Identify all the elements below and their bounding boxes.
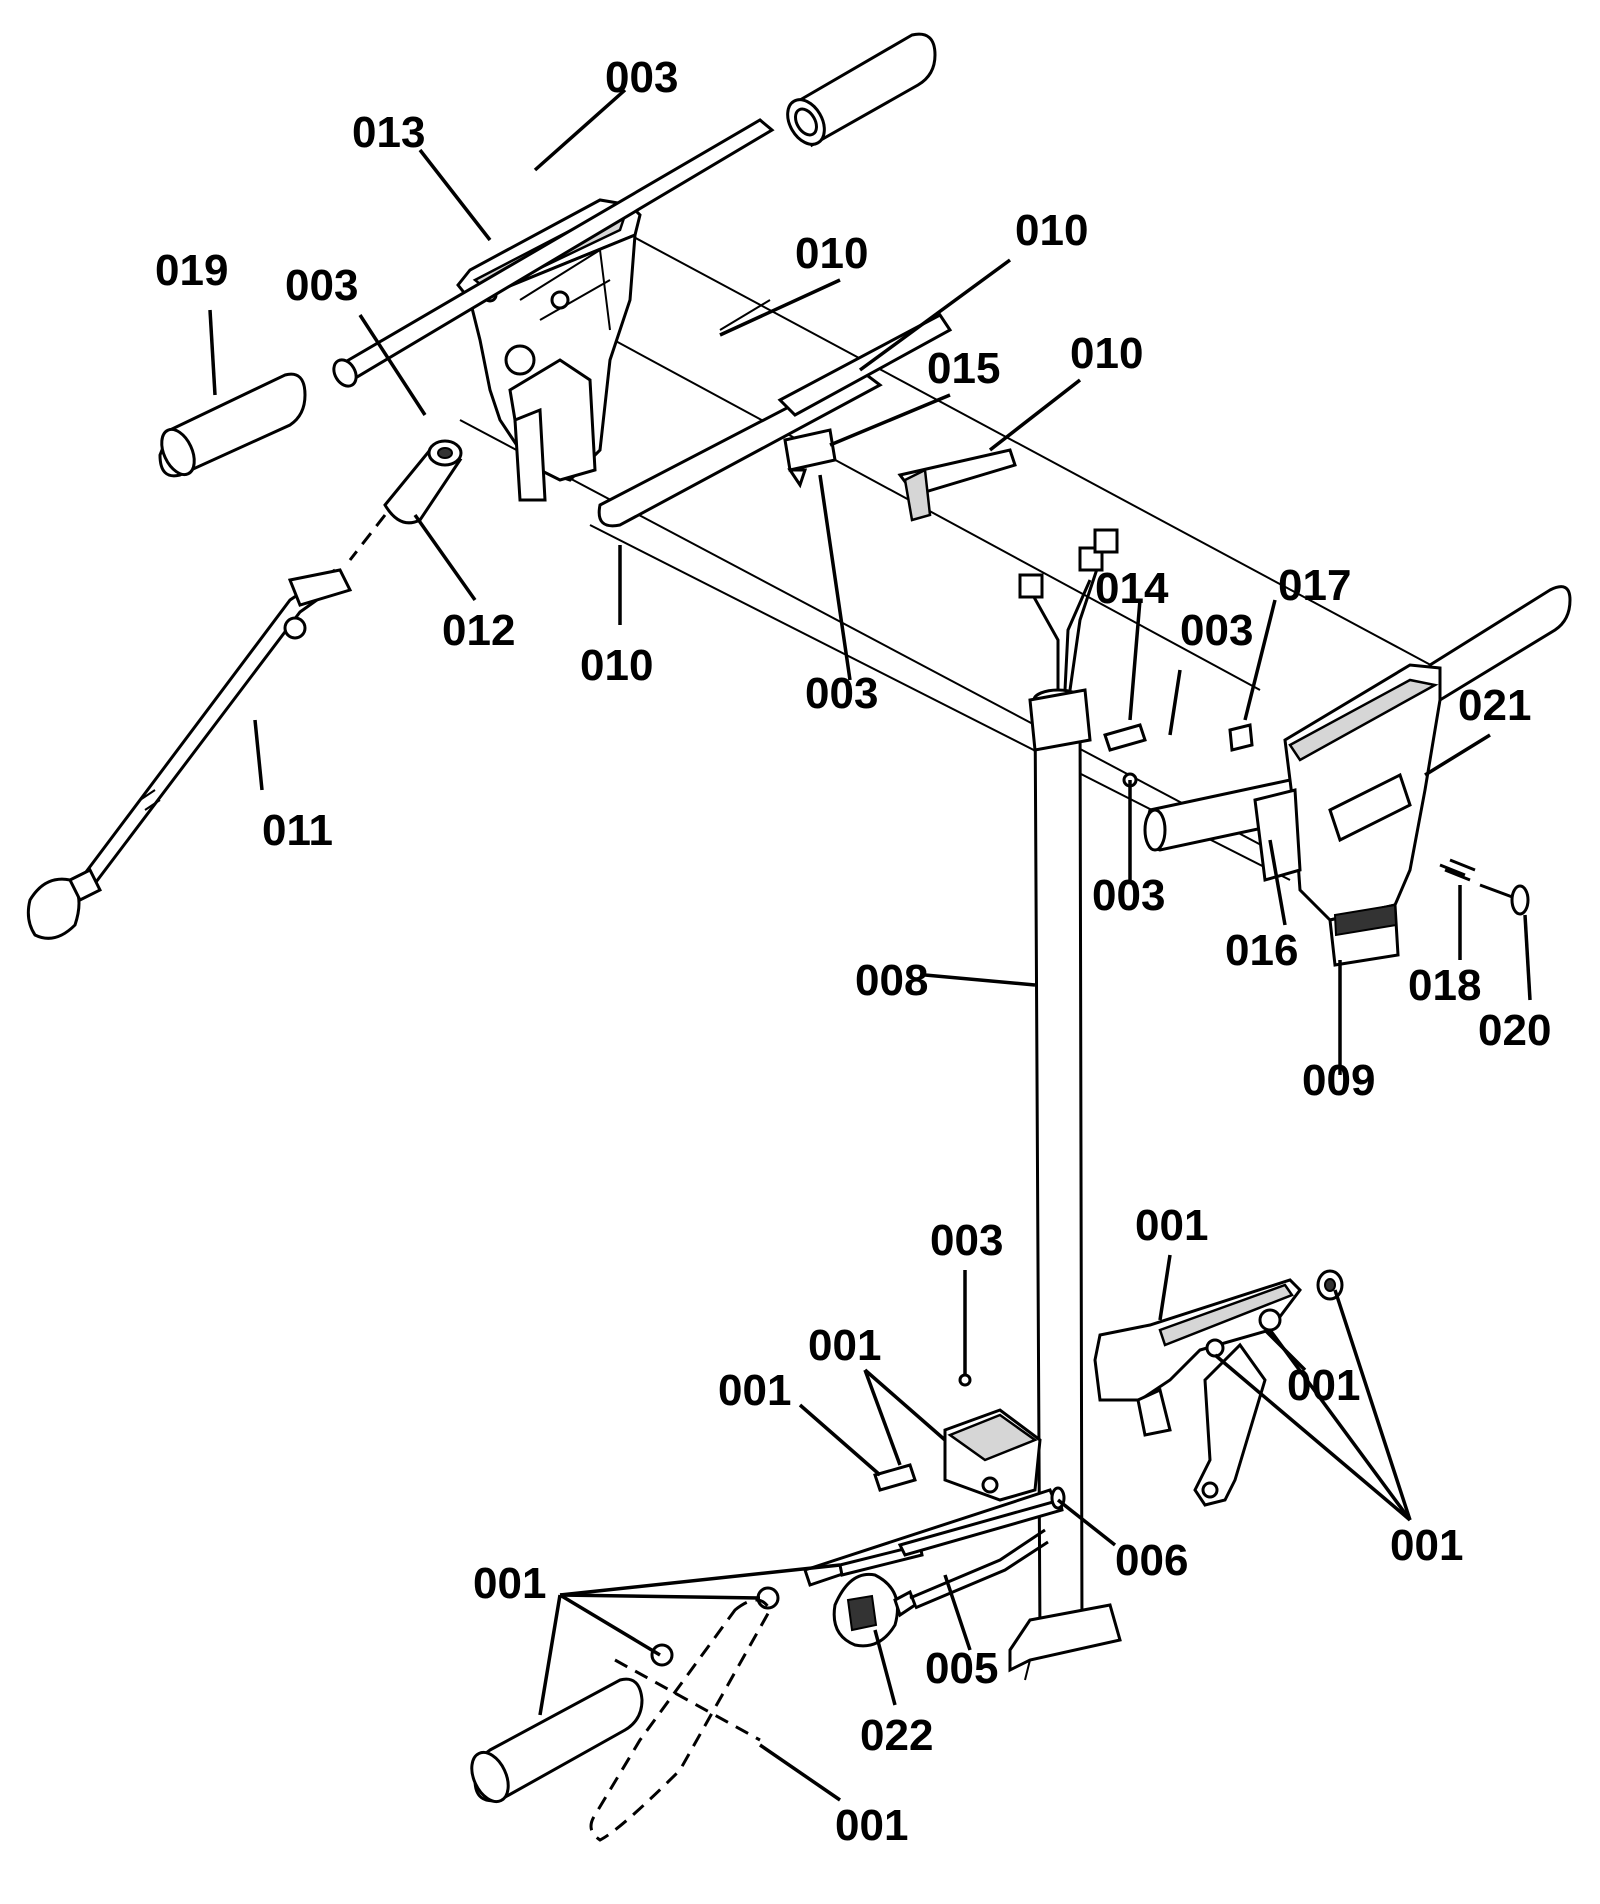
label-001: 001 (835, 1801, 908, 1850)
label-013: 013 (352, 108, 425, 157)
label-003: 003 (1092, 871, 1165, 920)
label-016: 016 (1225, 926, 1298, 975)
lower-clamp-right (1093, 1269, 1344, 1437)
label-011: 011 (262, 806, 333, 855)
label-017: 017 (1278, 561, 1351, 610)
upper-left-rod (332, 118, 775, 388)
top-grip (786, 32, 937, 148)
right-lever-arm (1193, 1342, 1267, 1507)
right-handle-housing (1228, 663, 1442, 967)
label-010: 010 (580, 641, 653, 690)
part-labels: 003 013 019 003 010 010 015 010 012 010 … (155, 53, 1551, 1850)
label-003: 003 (930, 1216, 1003, 1265)
label-019: 019 (155, 246, 228, 295)
right-upper-rod (1428, 585, 1572, 703)
label-003: 003 (1180, 606, 1253, 655)
lower-left-grip (470, 1586, 780, 1804)
label-021: 021 (1458, 681, 1531, 730)
label-001: 001 (1390, 1521, 1463, 1570)
label-003: 003 (605, 53, 678, 102)
lower-clamp-left (873, 1373, 1042, 1502)
cable-011 (26, 568, 353, 940)
label-022: 022 (860, 1711, 933, 1760)
leader-arrows (208, 88, 1532, 1802)
connector-012 (348, 439, 463, 561)
cable-005 (832, 1528, 1049, 1648)
left-lever-dashed (589, 1598, 772, 1842)
label-001: 001 (808, 1321, 881, 1370)
bracket-014 (1103, 723, 1147, 788)
post-008 (1008, 688, 1122, 1681)
label-001: 001 (1287, 1361, 1360, 1410)
label-018: 018 (1408, 961, 1481, 1010)
label-010: 010 (1070, 329, 1143, 378)
spring-and-knob (1439, 858, 1530, 916)
label-003: 003 (805, 669, 878, 718)
switch-bracket (783, 428, 837, 489)
crossbar-frame (459, 234, 1441, 881)
label-009: 009 (1302, 1056, 1375, 1105)
post-wires (1018, 528, 1119, 691)
strap-parts (597, 299, 1017, 528)
label-008: 008 (855, 956, 928, 1005)
label-020: 020 (1478, 1006, 1551, 1055)
label-001: 001 (718, 1366, 791, 1415)
label-003: 003 (285, 261, 358, 310)
label-012: 012 (442, 606, 515, 655)
label-010: 010 (1015, 206, 1088, 255)
label-010: 010 (795, 229, 868, 278)
label-015: 015 (927, 344, 1000, 393)
label-001: 001 (1135, 1201, 1208, 1250)
label-001: 001 (473, 1559, 546, 1608)
label-006: 006 (1115, 1536, 1188, 1585)
lower-shaft (803, 1486, 1066, 1587)
left-grip-019 (158, 372, 307, 478)
label-014: 014 (1095, 564, 1169, 613)
label-005: 005 (925, 1644, 998, 1693)
